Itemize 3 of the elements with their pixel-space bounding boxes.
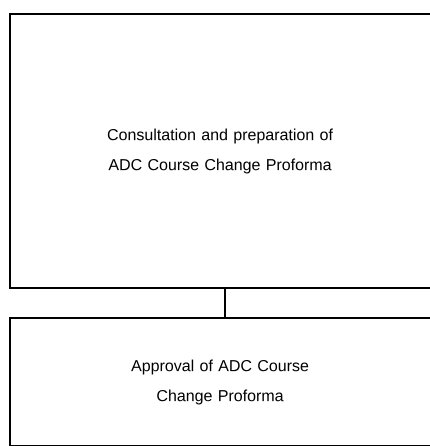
process-box: Consultation and preparation of ADC Course Change Proforma	[9, 13, 430, 289]
process-box: Approval of ADC Course Change Proforma	[9, 317, 430, 446]
connector-line	[224, 288, 226, 318]
